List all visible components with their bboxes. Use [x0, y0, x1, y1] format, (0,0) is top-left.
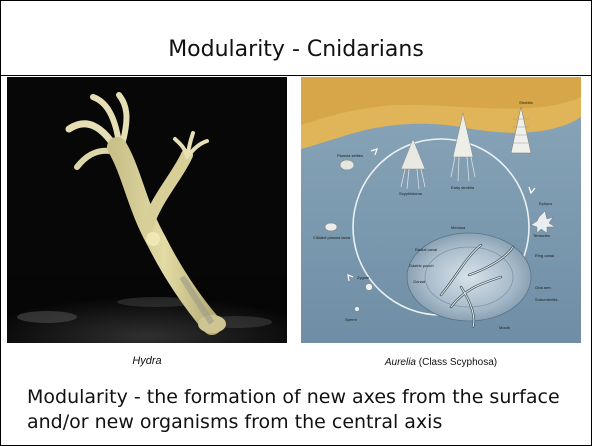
label-zygote: Zygote [357, 275, 370, 280]
hydra-photo [7, 77, 287, 343]
label-scyphistoma: Scyphistoma [399, 191, 423, 196]
aurelia-life-cycle-diagram: Strobila Early strobila Scyphistoma Plan… [301, 77, 581, 343]
label-early-strobila: Early strobila [451, 185, 475, 190]
title-divider [1, 75, 591, 76]
label-strobila: Strobila [519, 100, 533, 105]
label-sperm: Sperm [345, 317, 357, 322]
label-tentacles: Tentacles [533, 233, 550, 238]
label-gonad: Gonad [413, 279, 425, 284]
label-oral-arm: Oral arm [535, 285, 551, 290]
label-subumbrella: Subumbrella [535, 297, 558, 302]
slide-title: Modularity - Cnidarians [1, 37, 591, 62]
hydra-illustration [7, 77, 287, 343]
hydra-caption: Hydra [7, 355, 287, 367]
aurelia-caption: Aurelia (Class Scyphosa) [301, 357, 581, 368]
label-ring-canal: Ring canal [535, 253, 554, 258]
slide-body-text: Modularity - the formation of new axes f… [27, 385, 587, 435]
label-gastric-pouch: Gastric pouch [409, 263, 434, 268]
label-planula-settles: Planula settles [337, 153, 363, 158]
aurelia-caption-genus: Aurelia [385, 357, 416, 368]
label-radial-canal: Radial canal [415, 247, 437, 252]
label-medusa: Medusa [451, 225, 466, 230]
label-ciliated-planula: Ciliated planula larva [313, 235, 351, 240]
label-ephyra: Ephyra [539, 201, 552, 206]
life-cycle-illustration: Strobila Early strobila Scyphistoma Plan… [301, 77, 581, 343]
label-mouth: Mouth [499, 325, 510, 330]
aurelia-caption-class: (Class Scyphosa) [416, 357, 497, 368]
